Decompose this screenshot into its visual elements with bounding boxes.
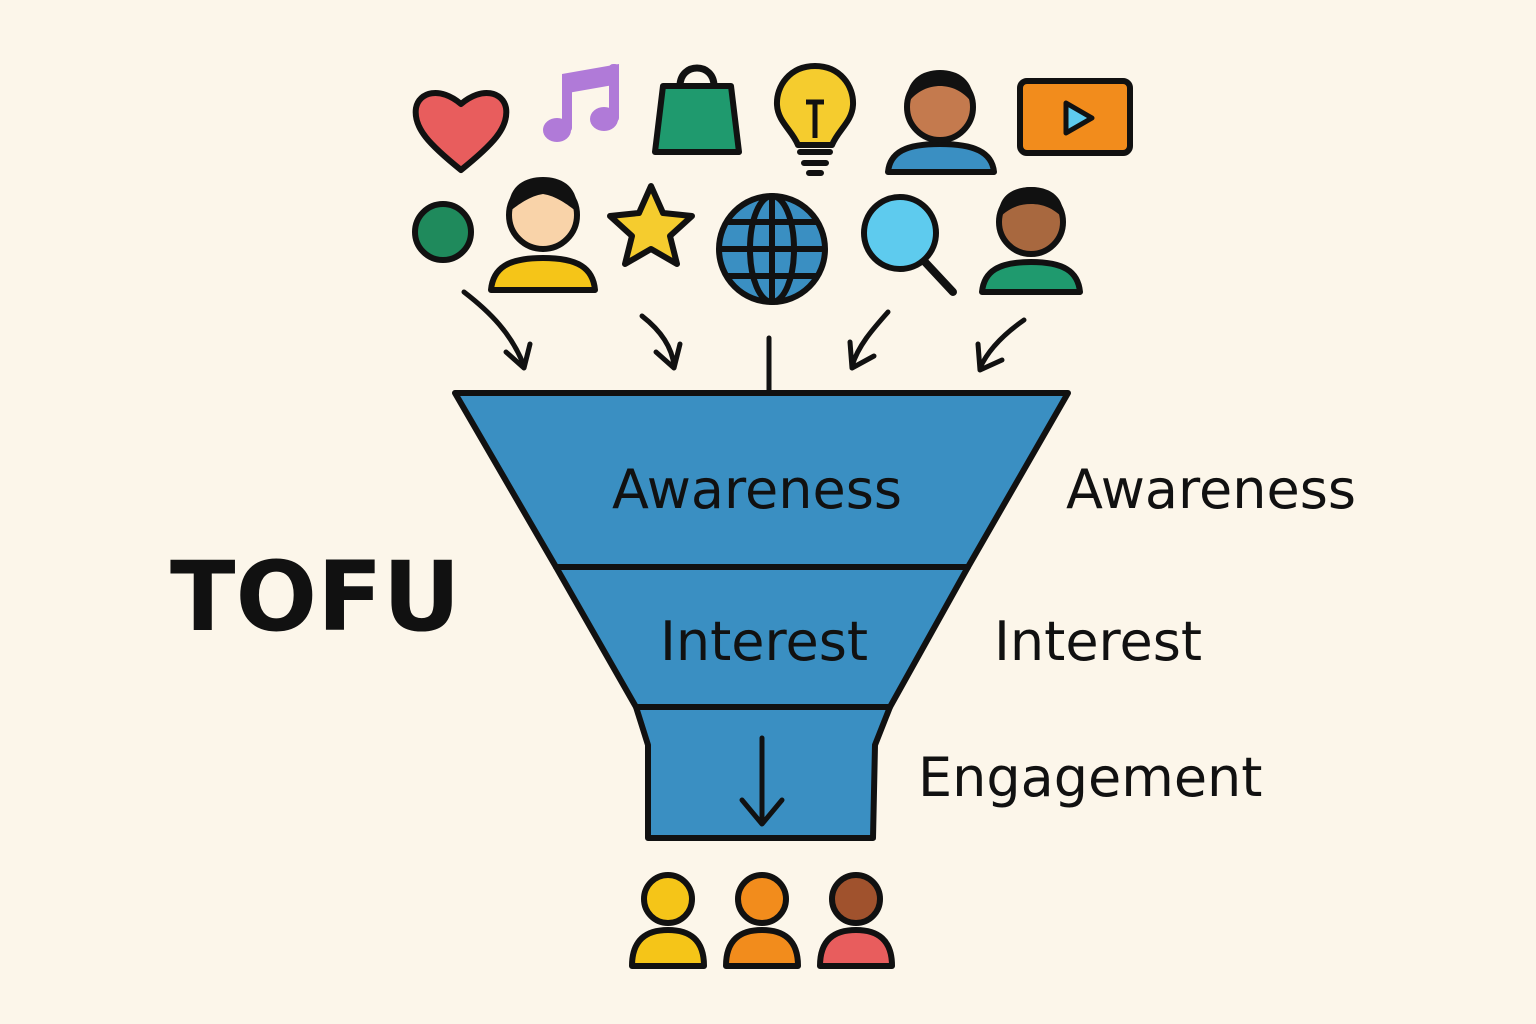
star-icon <box>607 183 695 267</box>
arrow-icon <box>639 313 683 371</box>
funnel-stage-label: Interest <box>660 610 868 673</box>
magnifier-icon <box>861 194 957 296</box>
heart-icon <box>412 90 510 173</box>
arrow-icon <box>461 289 533 371</box>
funnel <box>452 390 1071 841</box>
person-icon <box>885 70 997 175</box>
person-red-icon <box>817 872 895 969</box>
video-play-icon <box>1017 78 1133 156</box>
person-icon <box>488 177 598 293</box>
dot-icon <box>412 201 474 263</box>
lightbulb-icon <box>773 63 857 176</box>
arrow-icon <box>847 309 891 371</box>
side-label-engagement: Engagement <box>918 746 1262 809</box>
globe-icon <box>716 193 828 305</box>
shopping-bag-icon <box>652 64 742 155</box>
funnel-stage-label: Awareness <box>612 458 902 521</box>
inflow-arrows <box>461 289 1027 393</box>
person-orange-icon <box>723 872 801 969</box>
funnel-title: TOFU <box>170 541 461 653</box>
person-icon <box>979 187 1083 295</box>
arrow-down-icon <box>739 735 785 827</box>
arrow-icon <box>975 317 1027 373</box>
person-yellow-icon <box>629 872 707 969</box>
side-label-interest: Interest <box>994 610 1202 673</box>
side-label-awareness: Awareness <box>1066 458 1356 521</box>
music-note-icon <box>543 64 619 142</box>
